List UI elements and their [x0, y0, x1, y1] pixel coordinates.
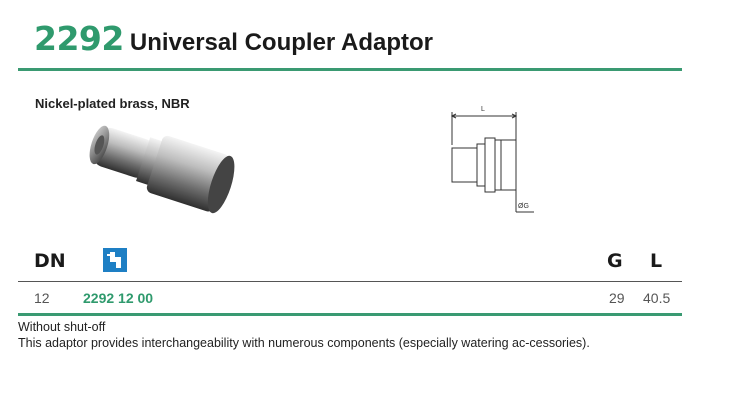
note-description: This adaptor provides interchangeability…	[18, 336, 590, 350]
note-shutoff: Without shut-off	[18, 320, 106, 334]
row-l: 40.5	[643, 290, 671, 306]
product-name: Universal Coupler Adaptor	[129, 29, 434, 56]
product-number: 2292	[34, 19, 124, 58]
dim-length-label: L	[481, 106, 485, 113]
header-l: L	[650, 250, 663, 272]
header-rule	[18, 281, 682, 282]
header-dn: DN	[34, 250, 66, 272]
title-rule	[18, 68, 682, 71]
notes: Without shut-off This adaptor provides i…	[18, 319, 678, 351]
material-label: Nickel-plated brass, NBR	[35, 96, 190, 111]
watering-icon	[103, 248, 127, 272]
dim-thread-label: ØG	[518, 203, 529, 210]
header-g: G	[607, 250, 623, 272]
row-g: 29	[609, 290, 625, 306]
row-dn: 12	[34, 290, 50, 306]
row-article-number: 2292 12 00	[83, 290, 154, 306]
dimension-drawing: L ØG	[450, 106, 534, 213]
product-photo	[89, 125, 235, 214]
table-bottom-rule	[18, 313, 682, 316]
